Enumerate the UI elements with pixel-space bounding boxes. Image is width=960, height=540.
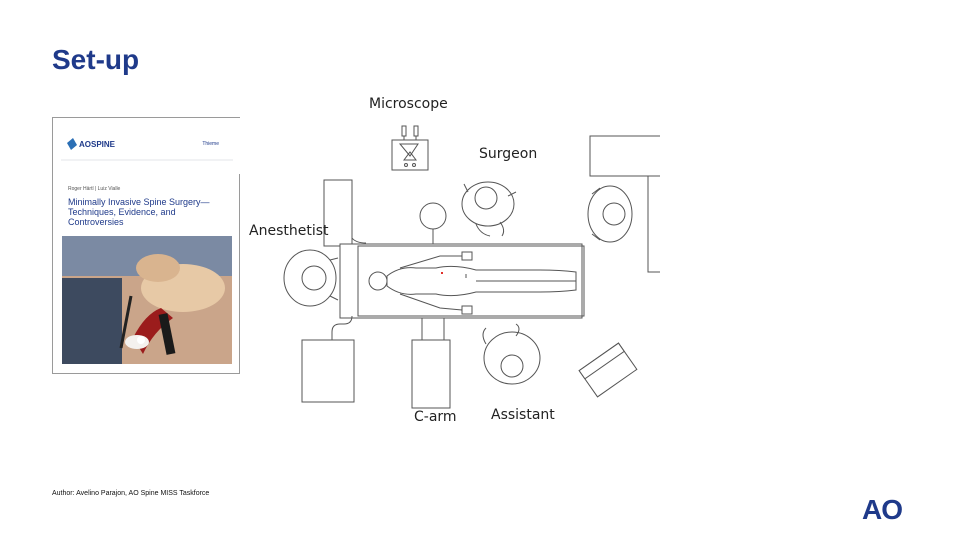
c-arm-icon bbox=[412, 318, 450, 408]
c-arm-monitor bbox=[302, 340, 354, 402]
label-c-arm: C-arm bbox=[414, 409, 457, 425]
label-anesthetist: Anesthetist bbox=[249, 223, 329, 239]
book-authors: Roger Härtl | Luiz Vialle bbox=[68, 186, 120, 192]
or-setup-diagram: Microscope Surgeon Anesthetist C-arm Ass… bbox=[240, 88, 660, 443]
surgeon-icon bbox=[462, 182, 516, 236]
book-title-line-2: Techniques, Evidence, and Controversies bbox=[68, 207, 233, 227]
footer-credit: Author: Avelino Parajon, AO Spine MISS T… bbox=[52, 490, 209, 497]
book-publisher: Thieme bbox=[202, 141, 219, 147]
ao-logo: AO bbox=[862, 494, 902, 526]
or-diagram-graphic bbox=[240, 88, 660, 438]
label-microscope: Microscope bbox=[369, 96, 448, 112]
book-title: Minimally Invasive Spine Surgery— Techni… bbox=[68, 197, 233, 227]
page-title: Set-up bbox=[52, 44, 139, 76]
book-title-line-1: Minimally Invasive Spine Surgery— bbox=[68, 197, 233, 207]
anesthetist-icon bbox=[284, 250, 338, 306]
operating-table bbox=[340, 244, 584, 318]
label-surgeon: Surgeon bbox=[479, 146, 537, 162]
label-assistant: Assistant bbox=[491, 407, 555, 423]
book-cover-art bbox=[53, 118, 241, 375]
microscope-icon bbox=[392, 126, 428, 170]
assistant-icon bbox=[483, 324, 540, 384]
instrument-tray bbox=[579, 343, 637, 397]
scrub-nurse-icon bbox=[588, 186, 632, 242]
microscope-base bbox=[420, 203, 446, 229]
book-cover: AOSPINE Thieme Roger Härtl | Luiz Vialle… bbox=[52, 117, 240, 374]
book-brand: AOSPINE bbox=[79, 140, 115, 149]
